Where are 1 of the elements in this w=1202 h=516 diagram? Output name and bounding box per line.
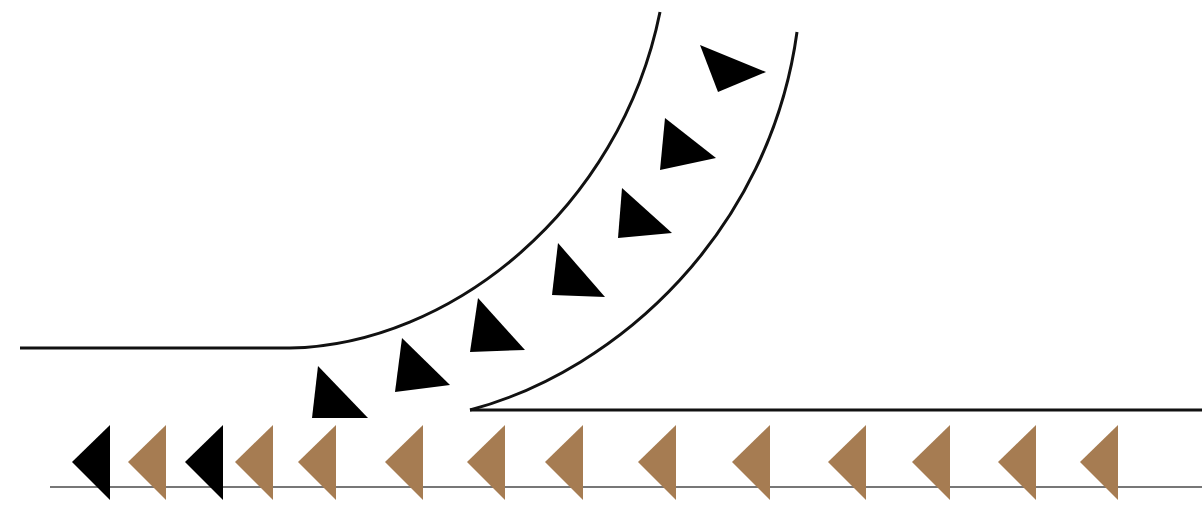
traffic-merge-drawing [20,11,1202,500]
